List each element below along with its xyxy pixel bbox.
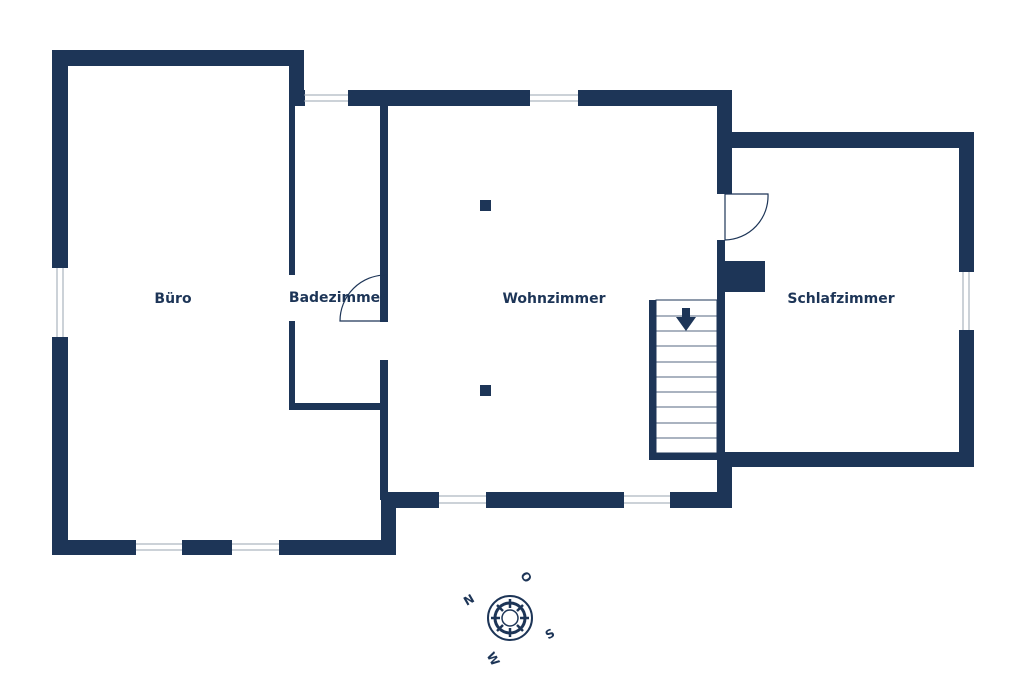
bathroom-door-arc <box>339 274 387 322</box>
arrow-down-icon <box>676 308 696 331</box>
interior-walls <box>289 100 765 500</box>
compass-west: W <box>484 650 503 668</box>
doors <box>339 193 769 322</box>
room-label-wohnzimmer: Wohnzimmer <box>502 291 605 307</box>
room-label-schlafzimmer: Schlafzimmer <box>787 291 894 307</box>
room-label-badezimmer: Badezimmer <box>289 290 387 306</box>
exterior-walls <box>52 50 974 555</box>
windows <box>56 94 970 551</box>
room-label-buero: Büro <box>154 291 192 307</box>
room-labels: Büro Badezimmer Wohnzimmer Schlafzimmer <box>154 290 894 307</box>
staircase <box>655 299 718 454</box>
bedroom-door-arc <box>724 193 769 241</box>
